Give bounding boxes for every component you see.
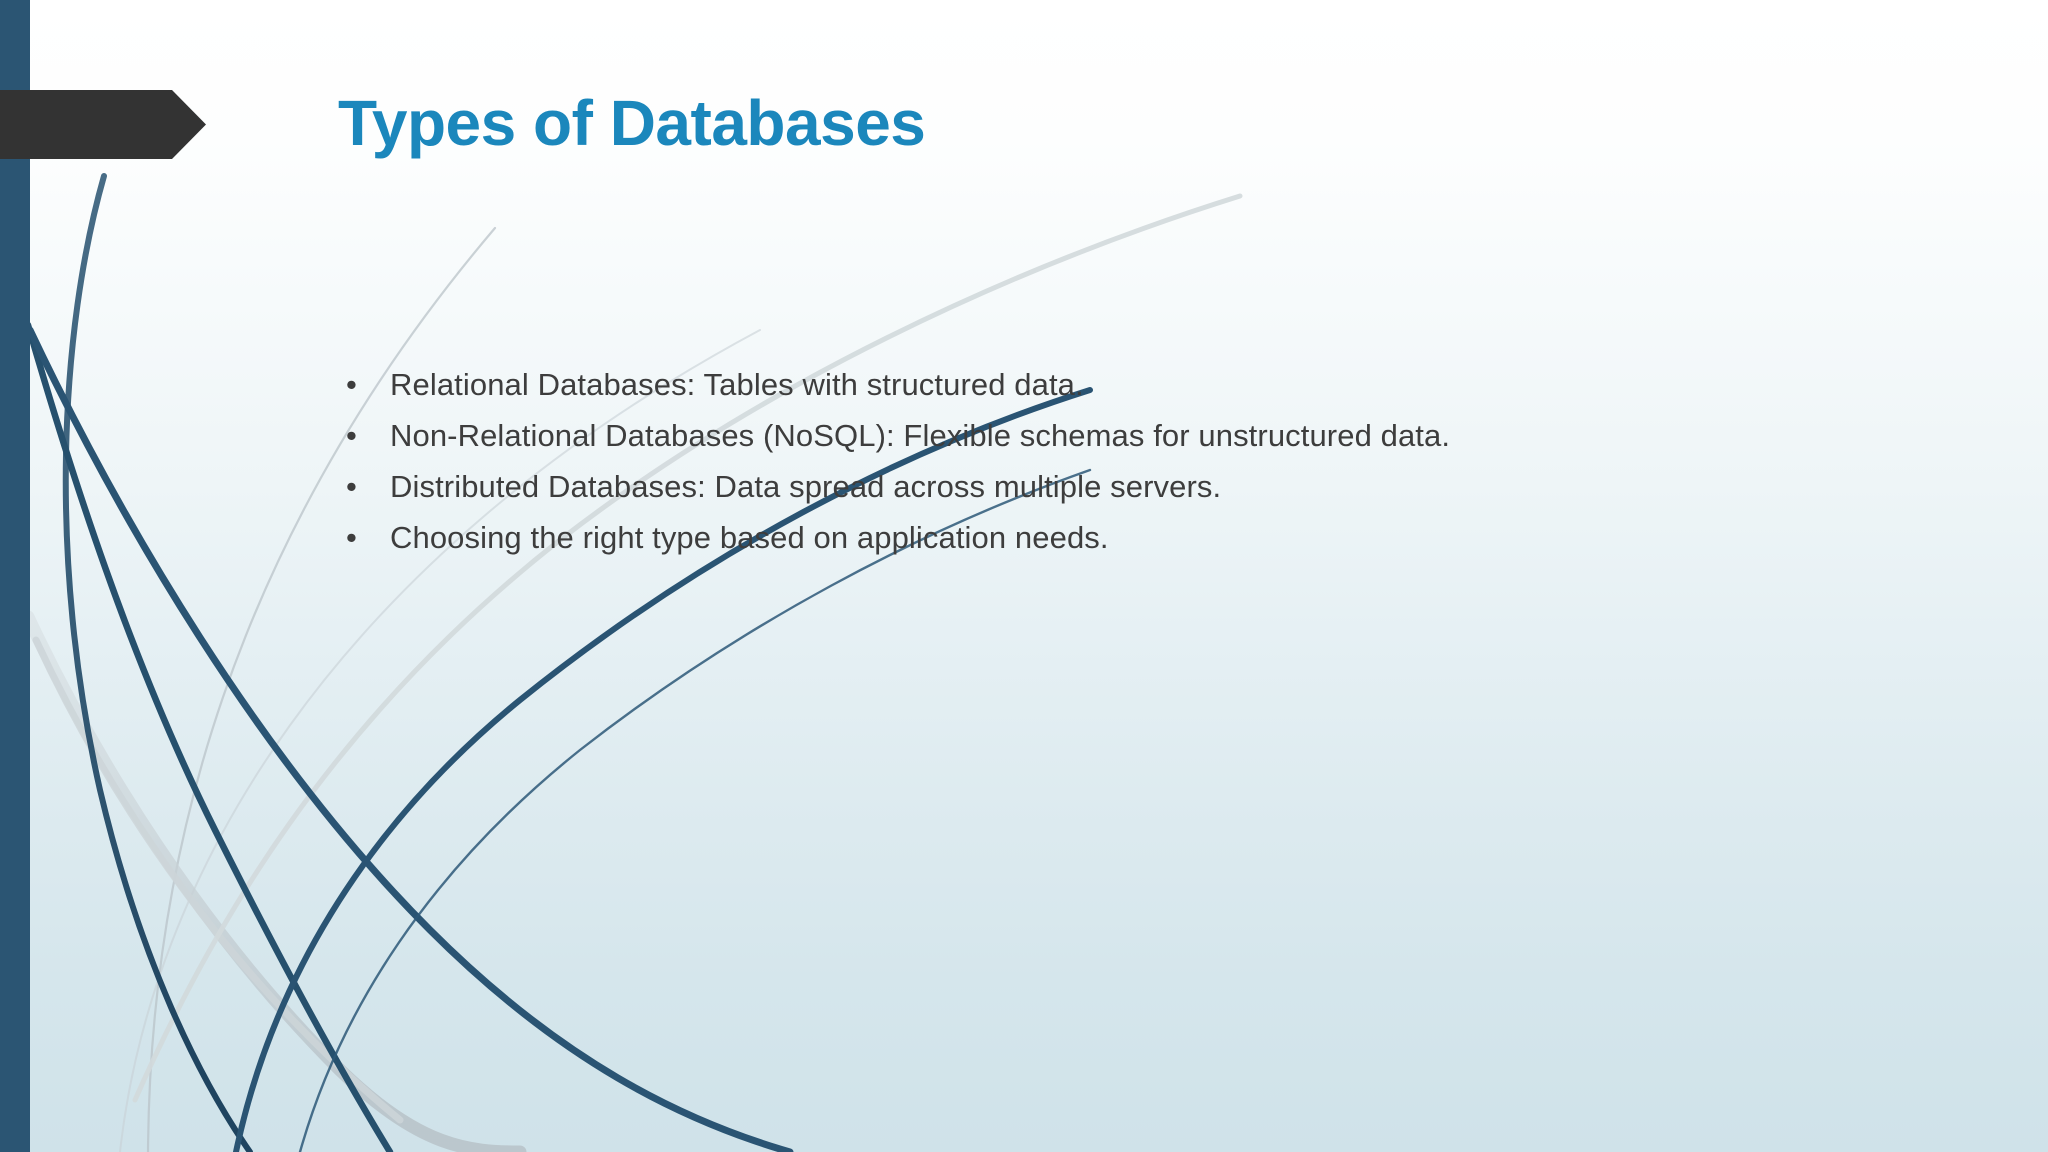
bullet-marker-icon: •	[346, 367, 357, 402]
slide-body-content: • Relational Databases: Tables with stru…	[338, 368, 1958, 572]
list-item: • Non-Relational Databases (NoSQL): Flex…	[338, 419, 1958, 453]
arrow-banner-shape	[0, 90, 206, 159]
bullet-marker-icon: •	[346, 469, 357, 504]
bullet-marker-icon: •	[346, 520, 357, 555]
list-item: • Choosing the right type based on appli…	[338, 521, 1958, 555]
list-item: • Relational Databases: Tables with stru…	[338, 368, 1958, 402]
list-item-text: Relational Databases: Tables with struct…	[390, 367, 1084, 402]
left-accent-bar	[0, 0, 30, 1152]
slide-title: Types of Databases	[338, 87, 926, 159]
list-item-text: Choosing the right type based on applica…	[390, 520, 1109, 555]
list-item-text: Non-Relational Databases (NoSQL): Flexib…	[390, 418, 1451, 453]
bullet-marker-icon: •	[346, 418, 357, 453]
list-item: • Distributed Databases: Data spread acr…	[338, 470, 1958, 504]
list-item-text: Distributed Databases: Data spread acros…	[390, 469, 1222, 504]
